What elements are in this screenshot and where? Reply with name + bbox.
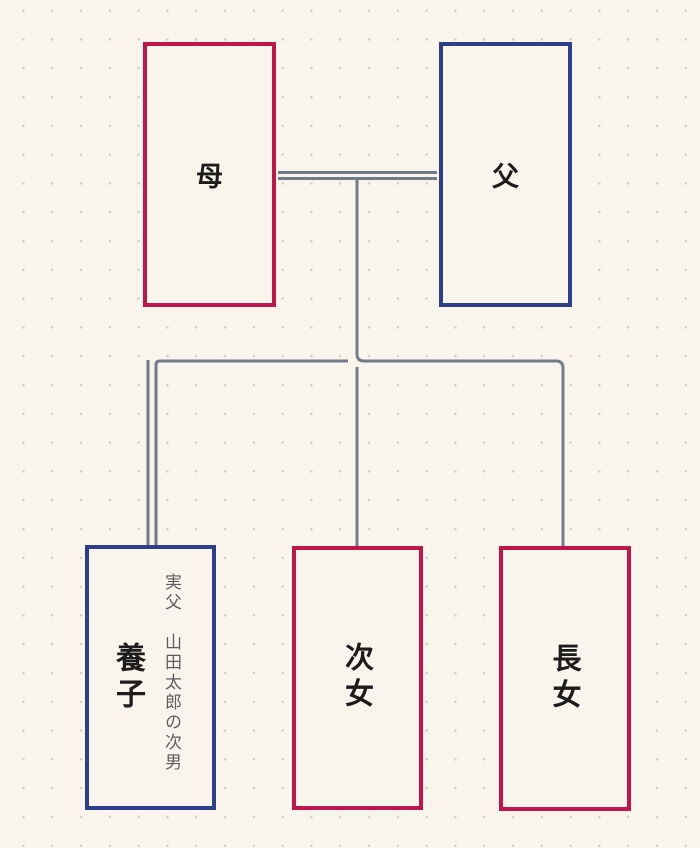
node-adopted-child[interactable]: 実父 山田太郎の次男 養子 (85, 545, 216, 810)
sibling-line-to-adopted-child (154, 359, 348, 546)
node-eldest-daughter-label: 長女 (548, 642, 582, 715)
node-father[interactable]: 父 (439, 42, 572, 307)
descent-line-to-eldest-daughter (355, 179, 565, 547)
node-eldest-daughter[interactable]: 長女 (499, 546, 631, 811)
node-mother-label: 母 (196, 162, 223, 193)
node-second-daughter-label: 次女 (340, 642, 375, 714)
node-second-daughter[interactable]: 次女 (292, 546, 423, 810)
adopted-child-annotation: 実父 山田太郎の次男 (161, 573, 181, 773)
node-father-label: 父 (492, 162, 519, 193)
node-mother[interactable]: 母 (143, 42, 276, 307)
node-adopted-child-label: 養子 (110, 641, 145, 714)
